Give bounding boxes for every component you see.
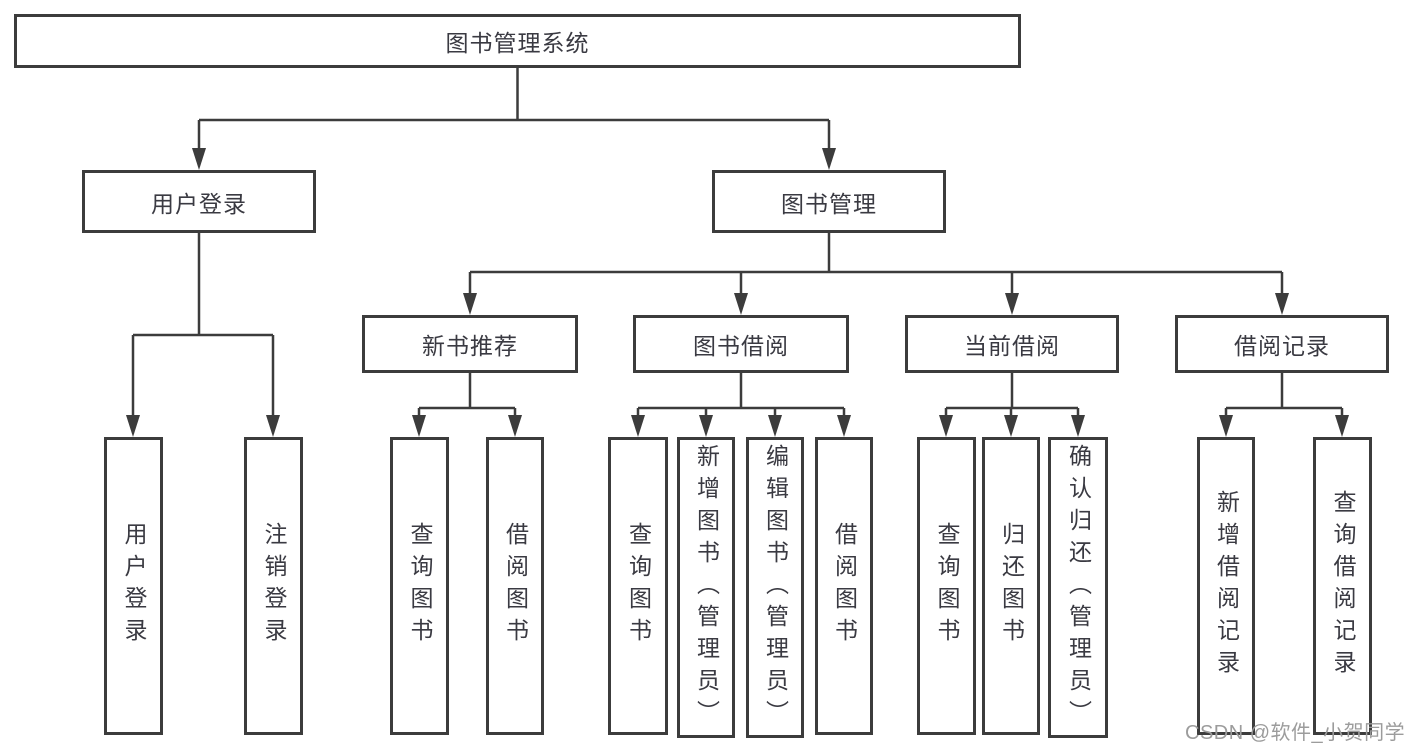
- leaf-recommend-query-books: 查询图书: [390, 437, 449, 735]
- leaf-logout-label: 注销登录: [261, 522, 287, 650]
- node-new-book-recommend: 新书推荐: [362, 315, 578, 373]
- node-book-management-label: 图书管理: [781, 190, 877, 217]
- leaf-current-query-books: 查询图书: [917, 437, 976, 735]
- leaf-current-return-books: 归还图书: [982, 437, 1040, 735]
- node-root-label: 图书管理系统: [445, 30, 590, 56]
- leaf-borrow-edit-books-admin: 编辑图书（管理员）: [746, 437, 804, 738]
- leaf-borrow-query-books-label: 查询图书: [625, 522, 652, 650]
- node-book-management: 图书管理: [712, 170, 946, 233]
- leaf-records-query-record: 查询借阅记录: [1313, 437, 1372, 735]
- leaf-recommend-borrow-books: 借阅图书: [486, 437, 544, 735]
- csdn-watermark: CSDN @软件_小贺同学: [1185, 722, 1405, 744]
- node-current-borrow: 当前借阅: [905, 315, 1119, 373]
- leaf-current-confirm-return-admin-label: 确认归还（管理员）: [1065, 443, 1092, 732]
- leaf-borrow-borrow-books: 借阅图书: [815, 437, 873, 735]
- node-borrow-records-label: 借阅记录: [1234, 333, 1330, 359]
- leaf-current-confirm-return-admin: 确认归还（管理员）: [1048, 437, 1108, 738]
- node-user-login-label: 用户登录: [151, 190, 247, 217]
- node-current-borrow-label: 当前借阅: [964, 333, 1060, 359]
- leaf-recommend-borrow-books-label: 借阅图书: [502, 522, 529, 650]
- leaf-user-login: 用户登录: [104, 437, 163, 735]
- leaf-recommend-query-books-label: 查询图书: [407, 522, 433, 650]
- node-user-login: 用户登录: [82, 170, 316, 233]
- leaf-records-add-record-label: 新增借阅记录: [1213, 490, 1240, 682]
- node-borrow-records: 借阅记录: [1175, 315, 1389, 373]
- leaf-records-add-record: 新增借阅记录: [1197, 437, 1255, 735]
- leaf-current-return-books-label: 归还图书: [998, 522, 1025, 650]
- leaf-records-query-record-label: 查询借阅记录: [1330, 490, 1356, 682]
- node-root-library-system: 图书管理系统: [14, 14, 1021, 68]
- node-book-borrow-label: 图书借阅: [693, 333, 789, 359]
- leaf-borrow-edit-books-admin-label: 编辑图书（管理员）: [762, 443, 789, 732]
- node-book-borrow: 图书借阅: [633, 315, 849, 373]
- node-new-book-recommend-label: 新书推荐: [422, 333, 518, 359]
- leaf-current-query-books-label: 查询图书: [934, 522, 960, 650]
- leaf-logout: 注销登录: [244, 437, 303, 735]
- leaf-borrow-add-books-admin: 新增图书（管理员）: [677, 437, 735, 738]
- leaf-borrow-query-books: 查询图书: [608, 437, 668, 735]
- leaf-borrow-borrow-books-label: 借阅图书: [831, 522, 858, 650]
- leaf-user-login-label: 用户登录: [121, 522, 147, 650]
- leaf-borrow-add-books-admin-label: 新增图书（管理员）: [693, 443, 720, 732]
